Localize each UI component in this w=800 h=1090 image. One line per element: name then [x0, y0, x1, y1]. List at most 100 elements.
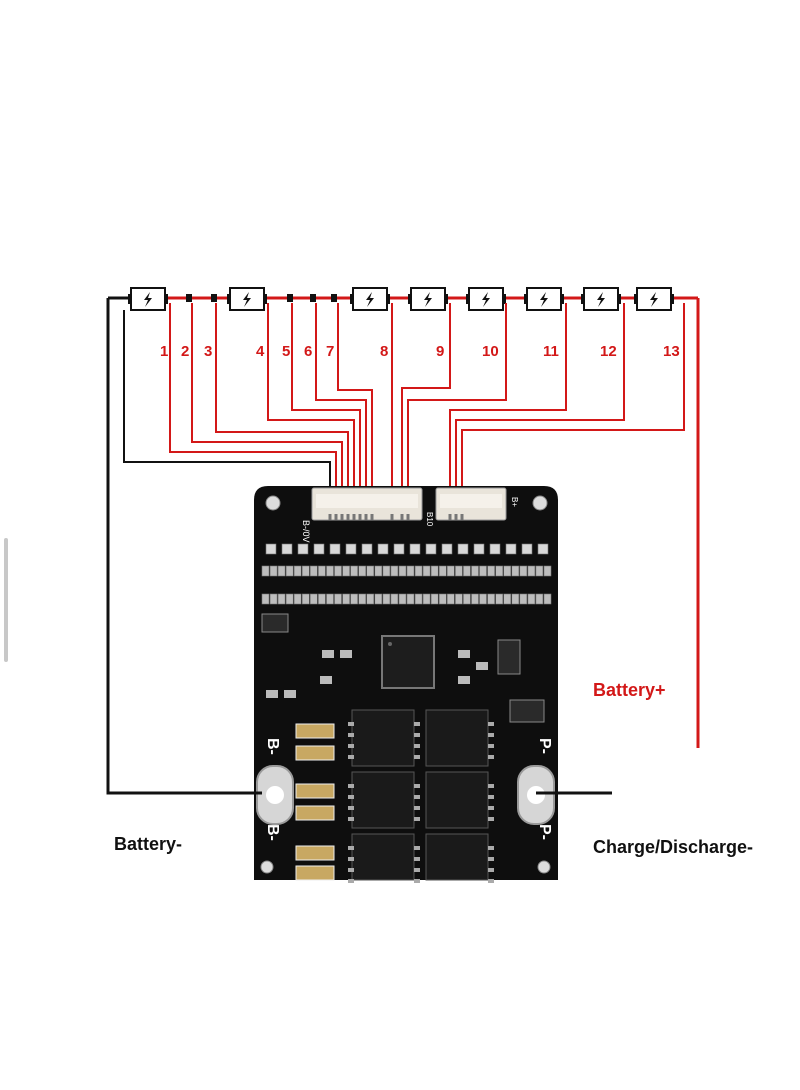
smd-resistor — [265, 543, 277, 555]
smd-resistor — [446, 565, 455, 577]
component — [322, 650, 334, 658]
cell-number-label: 4 — [256, 343, 265, 360]
smd-resistor — [313, 543, 325, 555]
smd-resistor — [511, 565, 520, 577]
smd-resistor — [503, 593, 512, 605]
gold-pads — [295, 723, 335, 881]
smd-resistor — [393, 543, 405, 555]
lead-11 — [449, 303, 567, 520]
bms-board: B-/0V B10 B+ — [254, 486, 558, 883]
smd-resistor — [382, 565, 391, 577]
cell-number-label: 6 — [304, 343, 312, 360]
mounting-hole-icon — [537, 860, 551, 874]
cell-number-label: 5 — [282, 343, 290, 360]
cell-number-label: 11 — [543, 343, 559, 360]
smd-resistor — [398, 565, 407, 577]
gold-pad — [295, 783, 335, 799]
silk-b-minus-bottom: B- — [264, 824, 281, 841]
smd-resistor — [430, 565, 439, 577]
smd-resistor — [285, 593, 294, 605]
gold-pad — [295, 865, 335, 881]
smd-resistor — [334, 565, 342, 577]
battery-bolt-icon — [524, 287, 564, 311]
smd-resistor — [535, 593, 544, 605]
smd-resistor — [543, 565, 552, 577]
smd-resistor — [527, 593, 536, 605]
smd-resistor — [277, 593, 286, 605]
smd-resistor — [293, 593, 302, 605]
lead-7 — [337, 303, 373, 520]
series-bus — [108, 294, 698, 302]
smd-resistor — [277, 565, 286, 577]
mounting-hole-icon — [266, 786, 284, 804]
cell-number-label: 3 — [204, 343, 212, 360]
smd-resistor — [422, 565, 431, 577]
component — [261, 613, 289, 633]
battery-minus-wire — [106, 298, 258, 795]
smd-resistor — [281, 543, 293, 555]
smd-resistor — [269, 565, 278, 577]
smd-resistor — [261, 565, 270, 577]
gold-pad — [295, 723, 335, 739]
connector-slot — [316, 494, 418, 508]
smd-resistor — [342, 593, 350, 605]
smd-resistor — [487, 593, 495, 605]
smd-resistor — [438, 565, 447, 577]
smd-resistor — [446, 593, 455, 605]
smd-resistor — [430, 593, 439, 605]
battery-cells — [128, 287, 674, 311]
silk-b-minus-top: B- — [264, 738, 281, 755]
smd-resistor — [358, 565, 367, 577]
lead-2 — [191, 303, 343, 520]
mosfet — [351, 709, 415, 767]
smd-resistor — [438, 593, 447, 605]
lead-4 — [267, 303, 355, 520]
lead-13 — [461, 303, 685, 520]
smd-resistor — [425, 543, 437, 555]
smd-resistor — [463, 593, 471, 605]
smd-resistor — [537, 543, 549, 555]
battery-bolt-icon — [581, 287, 621, 311]
gold-pad — [295, 845, 335, 861]
cell-number-label: 10 — [482, 343, 499, 360]
battery-plus-label: Battery+ — [593, 680, 666, 700]
smd-resistor — [414, 565, 423, 577]
mounting-hole-icon — [532, 495, 548, 511]
smd-resistor — [441, 543, 453, 555]
cell-number-label: 8 — [380, 343, 388, 360]
mosfet — [351, 771, 415, 829]
gold-pad — [295, 745, 335, 761]
smd-resistor — [285, 565, 294, 577]
mounting-hole-icon — [527, 786, 545, 804]
battery-minus-label: Battery- — [114, 834, 182, 854]
smd-resistor — [521, 543, 533, 555]
mosfet — [351, 833, 415, 881]
battery-bolt-icon — [634, 287, 674, 311]
smd-resistor — [473, 543, 485, 555]
smd-resistor — [293, 565, 302, 577]
silk-p-minus-bottom: P- — [536, 824, 553, 840]
smd-resistor — [377, 543, 389, 555]
joint-marker — [211, 294, 217, 302]
smd-resistor — [487, 565, 495, 577]
smd-resistor — [297, 543, 309, 555]
lead-3 — [215, 303, 349, 520]
smd-resistor — [455, 565, 463, 577]
connector-slot — [440, 494, 502, 508]
lead-5 — [291, 303, 361, 520]
cell-number-label: 7 — [326, 343, 334, 360]
joint-marker — [310, 294, 316, 302]
smd-resistor — [382, 593, 391, 605]
mosfet — [425, 833, 489, 881]
smd-resistor — [345, 543, 357, 555]
smd-resistor — [366, 565, 375, 577]
smd-resistor — [409, 543, 421, 555]
smd-resistor — [479, 565, 487, 577]
smd-resistor — [455, 593, 463, 605]
battery-bolt-icon — [350, 287, 390, 311]
smd-resistor — [334, 593, 342, 605]
component — [284, 690, 296, 698]
smd-resistor — [414, 593, 423, 605]
smd-resistor — [390, 593, 399, 605]
battery-bolt-icon — [408, 287, 448, 311]
